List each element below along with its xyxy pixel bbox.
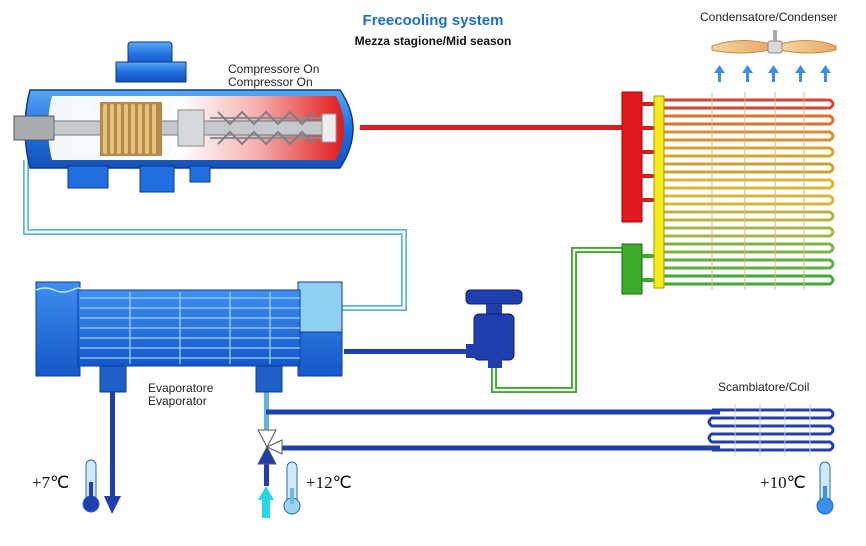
condenser-fan bbox=[711, 30, 837, 54]
evaporator-label-en: Evaporator bbox=[148, 394, 207, 408]
water-inlet-pipe bbox=[264, 392, 269, 438]
diagram-title: Freecooling system bbox=[362, 12, 504, 29]
liquid-header bbox=[621, 243, 643, 295]
motor-winding bbox=[100, 102, 162, 156]
compressor-label-it: Compressore On bbox=[228, 62, 320, 76]
expansion-valve bbox=[465, 289, 523, 368]
coil-label: Scambiatore/Coil bbox=[718, 380, 810, 394]
condenser-fins bbox=[711, 92, 805, 290]
thermometer-inlet bbox=[283, 461, 301, 515]
thermometer-coil bbox=[816, 461, 834, 515]
condenser-tubes bbox=[662, 98, 835, 286]
thermometer-outlet bbox=[82, 459, 100, 513]
hot-gas-pipe bbox=[360, 125, 628, 130]
condenser bbox=[621, 91, 835, 295]
water-outlet-pipe bbox=[110, 392, 115, 496]
airflow-arrows bbox=[714, 65, 831, 82]
coil bbox=[707, 404, 835, 456]
three-way-valve bbox=[257, 429, 283, 465]
condenser-label: Condensatore/Condenser bbox=[700, 10, 838, 24]
compressor bbox=[13, 41, 354, 193]
evaporator-feed-pipe bbox=[344, 349, 468, 354]
inlet-temperature: +12℃ bbox=[306, 473, 352, 492]
outlet-arrow bbox=[104, 496, 121, 514]
yellow-header bbox=[653, 95, 665, 289]
outlet-temperature: +7℃ bbox=[32, 473, 70, 492]
pipes bbox=[23, 125, 720, 518]
inlet-arrow bbox=[258, 486, 274, 500]
hot-header bbox=[621, 91, 643, 223]
evaporator-tubes bbox=[80, 292, 300, 364]
coil-temperature: +10℃ bbox=[760, 473, 806, 492]
diagram-subtitle: Mezza stagione/Mid season bbox=[354, 34, 512, 48]
evaporator bbox=[35, 281, 343, 393]
compressor-label-en: Compressor On bbox=[228, 75, 313, 89]
evaporator-label-it: Evaporatore bbox=[148, 381, 214, 395]
